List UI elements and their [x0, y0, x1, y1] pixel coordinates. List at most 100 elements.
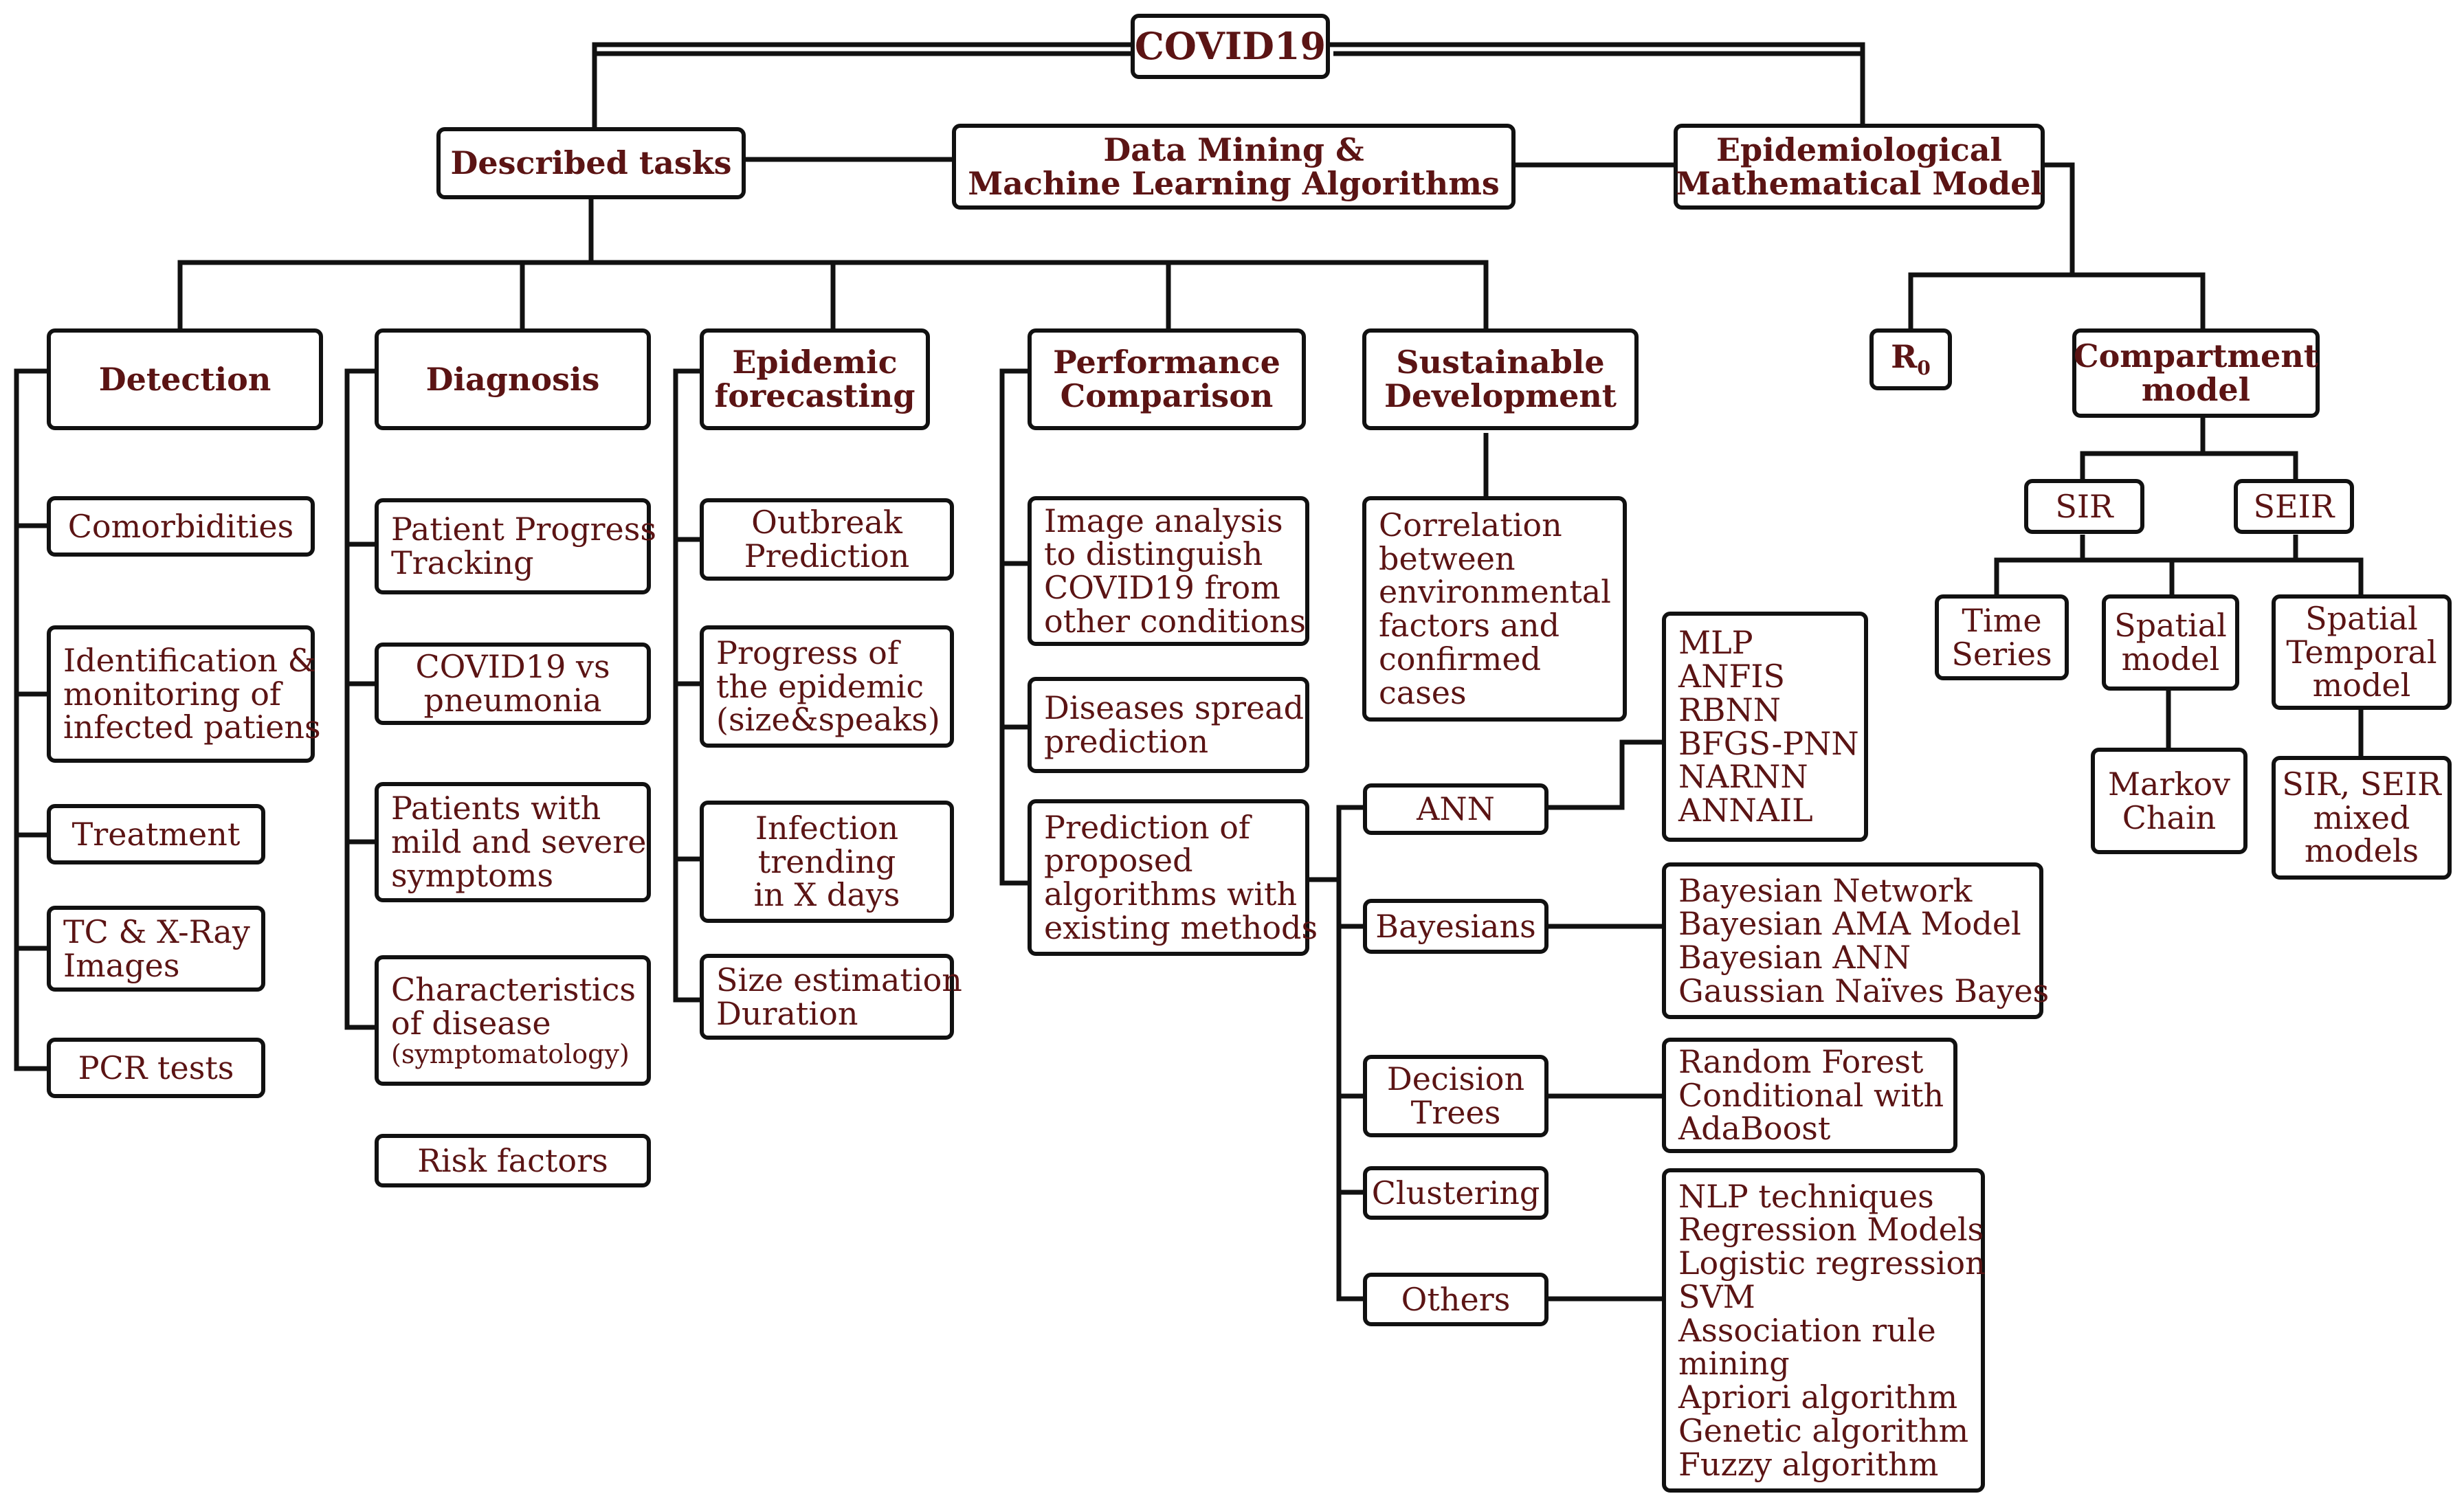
- forecasting-item: Size estimation Duration: [700, 954, 962, 1040]
- algo-ann-label: ANN: [1417, 790, 1495, 828]
- method-item: Gaussian Naïves Bayes: [1678, 972, 2050, 1009]
- root-label: COVID19: [1134, 23, 1327, 68]
- detection-item: PCR tests: [47, 1038, 265, 1098]
- connector-sir-seir-children: [1994, 557, 2364, 594]
- diagnosis-title: Diagnosis: [425, 360, 600, 398]
- detection-item-text: monitoring of: [63, 675, 281, 713]
- seir-node: SEIR: [2234, 479, 2354, 534]
- sustainable-title-1: Sustainable: [1396, 344, 1605, 381]
- bracket-detection: [14, 368, 47, 1071]
- method-item: ANFIS: [1678, 658, 1786, 695]
- diagnosis-item: Patients with mild and severe symptoms: [375, 782, 651, 902]
- forecasting-item: Infection trending in X days: [700, 801, 954, 923]
- detection-item-text: Identification &: [63, 641, 316, 679]
- sustainable-node: Sustainable Development: [1362, 328, 1639, 430]
- performance-item: Diseases spread prediction: [1028, 677, 1309, 773]
- detection-item-text: Images: [63, 946, 180, 984]
- sustainable-item: Correlation between environmental factor…: [1362, 496, 1627, 722]
- markov-line-2: Chain: [2122, 799, 2217, 836]
- diagnosis-item-text: Patients with: [391, 790, 601, 827]
- diagnosis-item-text: symptoms: [391, 856, 554, 894]
- diagnosis-item: Risk factors: [375, 1134, 651, 1187]
- spatial-temporal-line-2: Temporal: [2286, 633, 2437, 671]
- r0-node: R0: [1869, 328, 1952, 390]
- performance-item-text: algorithms with: [1044, 875, 1298, 913]
- method-item: Fuzzy algorithm: [1678, 1445, 1939, 1483]
- time-series-node: Time Series: [1935, 594, 2069, 680]
- method-item: Apriori algorithm: [1678, 1378, 1958, 1416]
- method-item: BFGS-PNN: [1678, 724, 1859, 762]
- compartment-node: Compartment model: [2072, 328, 2320, 418]
- method-item: AdaBoost: [1678, 1110, 1831, 1148]
- sustainable-title-2: Development: [1384, 377, 1617, 414]
- method-item: Genetic algorithm: [1678, 1411, 1969, 1449]
- method-item: SVM: [1678, 1277, 1755, 1315]
- performance-item-text: existing methods: [1044, 908, 1318, 946]
- forecasting-item-text: Progress of: [716, 634, 899, 671]
- sustainable-item-text: Correlation: [1379, 506, 1562, 544]
- sustainable-item-text: between: [1379, 539, 1516, 577]
- r0-main: R: [1891, 338, 1918, 376]
- performance-item-text: prediction: [1044, 723, 1209, 760]
- forecasting-item-text: Infection: [755, 809, 899, 847]
- performance-node: Performance Comparison: [1028, 328, 1306, 430]
- described-tasks-label: Described tasks: [450, 144, 732, 182]
- performance-item: Prediction of proposed algorithms with e…: [1028, 799, 1318, 956]
- diagnosis-item-text: Risk factors: [417, 1141, 608, 1179]
- method-item: Regression Models: [1678, 1211, 1984, 1249]
- mixed-line-1: SIR, SEIR: [2282, 765, 2441, 803]
- time-series-line-2: Series: [1951, 635, 2052, 673]
- forecasting-item-text: the epidemic: [716, 667, 924, 705]
- sustainable-item-text: confirmed: [1379, 640, 1542, 678]
- epi-model-node: Epidemiological Mathematical Model: [1674, 124, 2045, 210]
- forecasting-title-2: forecasting: [714, 377, 915, 414]
- method-item: NLP techniques: [1678, 1177, 1934, 1215]
- diagnosis-item: Characteristics of disease (symptomatolo…: [375, 955, 651, 1086]
- performance-item-text: proposed: [1044, 842, 1193, 880]
- detection-item: Identification & monitoring of infected …: [47, 625, 321, 763]
- method-item: Conditional with: [1678, 1076, 1944, 1114]
- detection-item-text: Treatment: [71, 815, 241, 853]
- detection-item-text: infected patiens: [63, 708, 321, 746]
- spatial-temporal-node: Spatial Temporal model: [2272, 594, 2452, 710]
- sustainable-item-text: cases: [1379, 673, 1467, 711]
- algo-trees-line-2: Trees: [1410, 1094, 1501, 1131]
- performance-title-2: Comparison: [1060, 377, 1274, 414]
- diagnosis-node: Diagnosis: [375, 328, 651, 430]
- forecasting-item-text: trending: [757, 842, 896, 880]
- performance-item-text: to distinguish: [1044, 535, 1263, 573]
- algo-clustering: Clustering: [1363, 1166, 1549, 1220]
- diagnosis-item-text: Tracking: [391, 544, 534, 581]
- method-item: MLP: [1678, 624, 1753, 662]
- method-item: Logistic regression: [1678, 1244, 1986, 1282]
- detection-item: TC & X-Ray Images: [47, 906, 265, 992]
- forecasting-item-text: Size estimation: [716, 961, 962, 998]
- detection-title: Detection: [98, 360, 271, 398]
- mixed-line-2: mixed: [2313, 799, 2410, 836]
- algo-bayesians: Bayesians: [1363, 899, 1549, 954]
- r0-label: R0: [1891, 340, 1931, 379]
- diagnosis-item-note: (symptomatology): [391, 1038, 630, 1069]
- dm-ml-line-1: Data Mining &: [1103, 131, 1364, 168]
- connector-compartment-sir-seir: [2080, 451, 2298, 481]
- connector-epi-down: [2043, 162, 2075, 234]
- connector-ann-methods: [1548, 739, 1667, 810]
- other-methods: NLP techniques Regression Models Logisti…: [1662, 1168, 1986, 1493]
- diagnosis-item-text: COVID19 vs: [415, 648, 610, 686]
- algo-others-label: Others: [1401, 1280, 1511, 1318]
- spatial-line-1: Spatial: [2114, 607, 2227, 645]
- algo-bayesians-label: Bayesians: [1375, 907, 1536, 945]
- spatial-temporal-line-1: Spatial: [2305, 599, 2418, 637]
- bracket-diagnosis: [344, 368, 375, 1030]
- epi-model-line-2: Mathematical Model: [1676, 164, 2043, 202]
- detection-item-text: PCR tests: [78, 1049, 234, 1086]
- detection-item-text: Comorbidities: [67, 507, 294, 545]
- spatial-line-2: model: [2121, 640, 2220, 678]
- performance-item-text: Diseases spread: [1044, 689, 1305, 727]
- diagnosis-item: Patient Progress Tracking: [375, 498, 656, 594]
- forecasting-item: Outbreak Prediction: [700, 498, 954, 581]
- diagnosis-item-text: mild and severe: [391, 823, 647, 861]
- performance-item-text: other conditions: [1044, 602, 1307, 640]
